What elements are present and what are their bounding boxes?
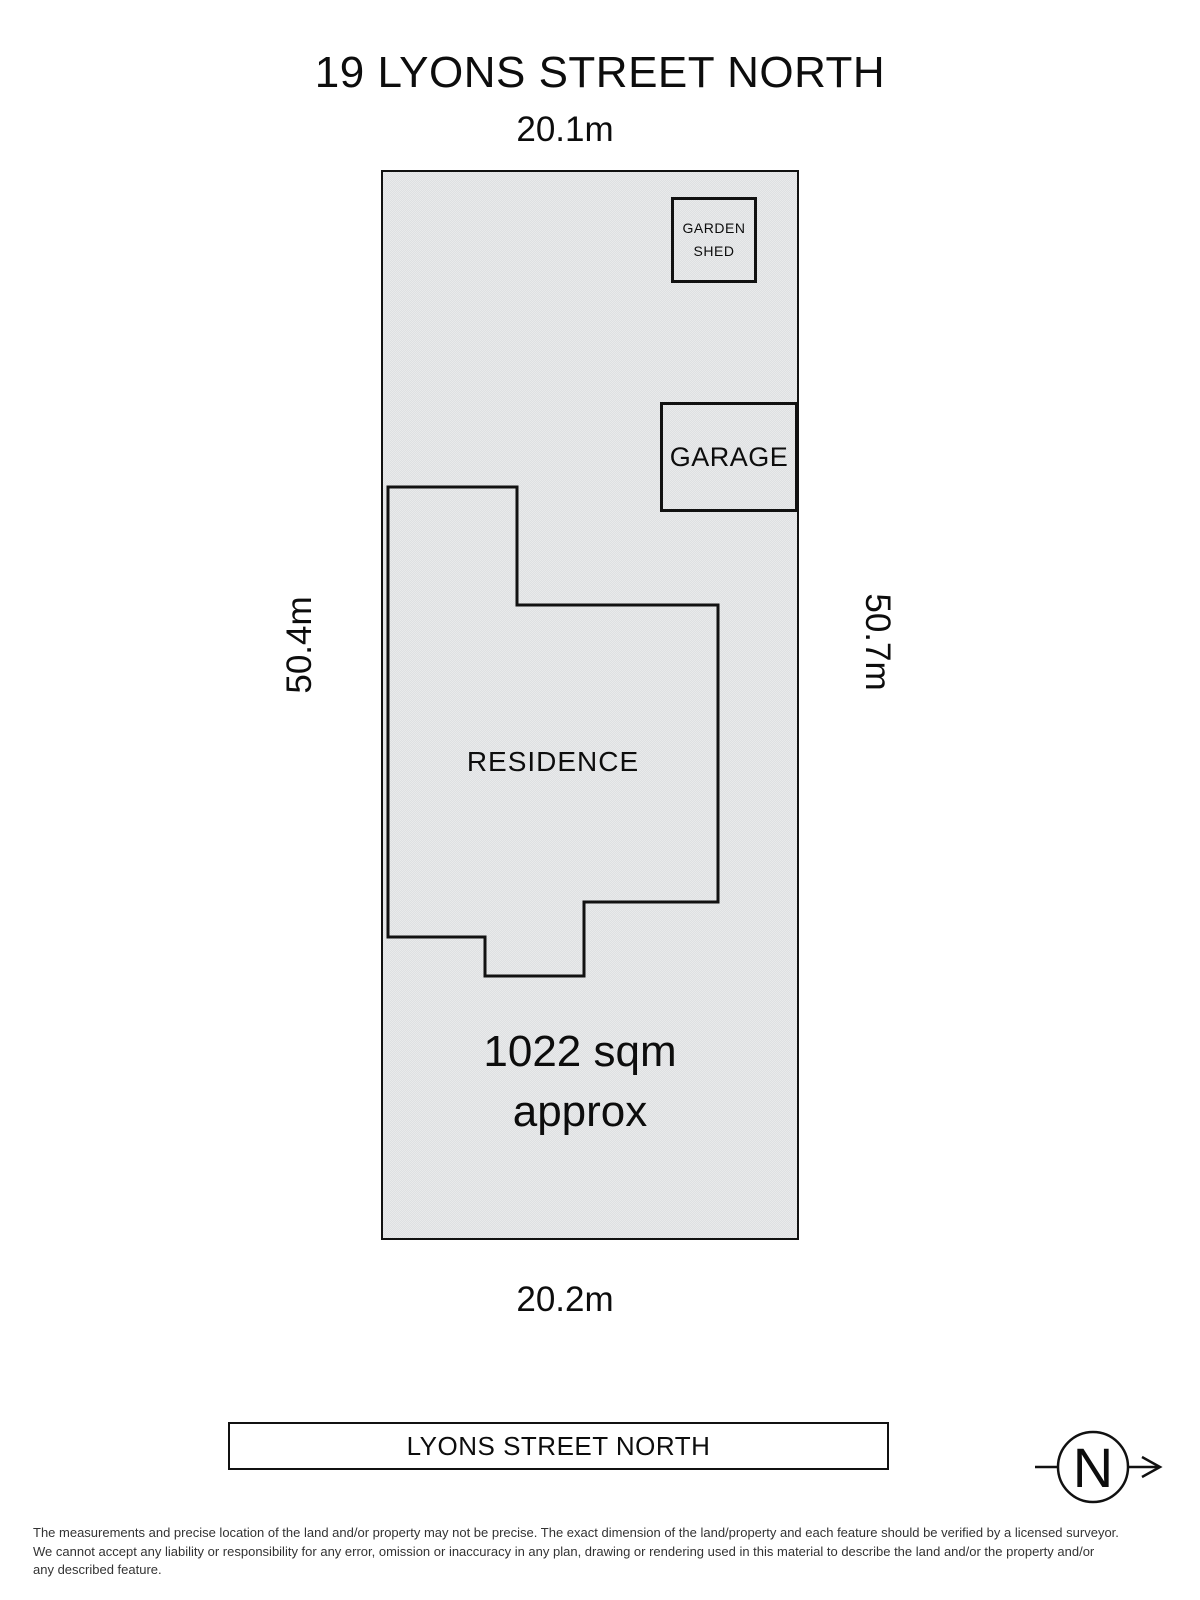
- dimension-top: 20.1m: [516, 110, 614, 149]
- north-compass-icon: N: [1035, 1430, 1163, 1504]
- disclaimer-line-1: The measurements and precise location of…: [33, 1525, 1119, 1540]
- garden-shed-label-line1: GARDEN: [682, 220, 746, 236]
- street-label: LYONS STREET NORTH: [406, 1430, 711, 1461]
- lot-area-approx: approx: [512, 1087, 648, 1136]
- compass-arrowhead-icon: [1141, 1455, 1163, 1479]
- garage-label: GARAGE: [669, 441, 789, 472]
- garden-shed-box: GARDEN SHED: [671, 197, 757, 283]
- disclaimer-line-3: any described feature.: [33, 1562, 162, 1577]
- dimension-right: 50.7m: [858, 593, 897, 691]
- street-label-box: LYONS STREET NORTH: [228, 1422, 889, 1470]
- garage-box: GARAGE: [660, 402, 798, 512]
- lot-area-label: 1022 sqm approx: [483, 1022, 676, 1142]
- compass-circle: [1056, 1430, 1130, 1504]
- residence-label: RESIDENCE: [466, 746, 640, 777]
- garden-shed-label-line2: SHED: [693, 243, 735, 259]
- disclaimer-text: The measurements and precise location of…: [33, 1524, 1180, 1580]
- disclaimer-line-2: We cannot accept any liability or respon…: [33, 1543, 1095, 1559]
- compass-north-label: N: [1073, 1436, 1113, 1499]
- dimension-bottom: 20.2m: [516, 1280, 614, 1319]
- page-title: 19 LYONS STREET NORTH: [314, 48, 886, 97]
- dimension-left: 50.4m: [280, 596, 319, 694]
- lot-area-value: 1022 sqm: [483, 1027, 677, 1076]
